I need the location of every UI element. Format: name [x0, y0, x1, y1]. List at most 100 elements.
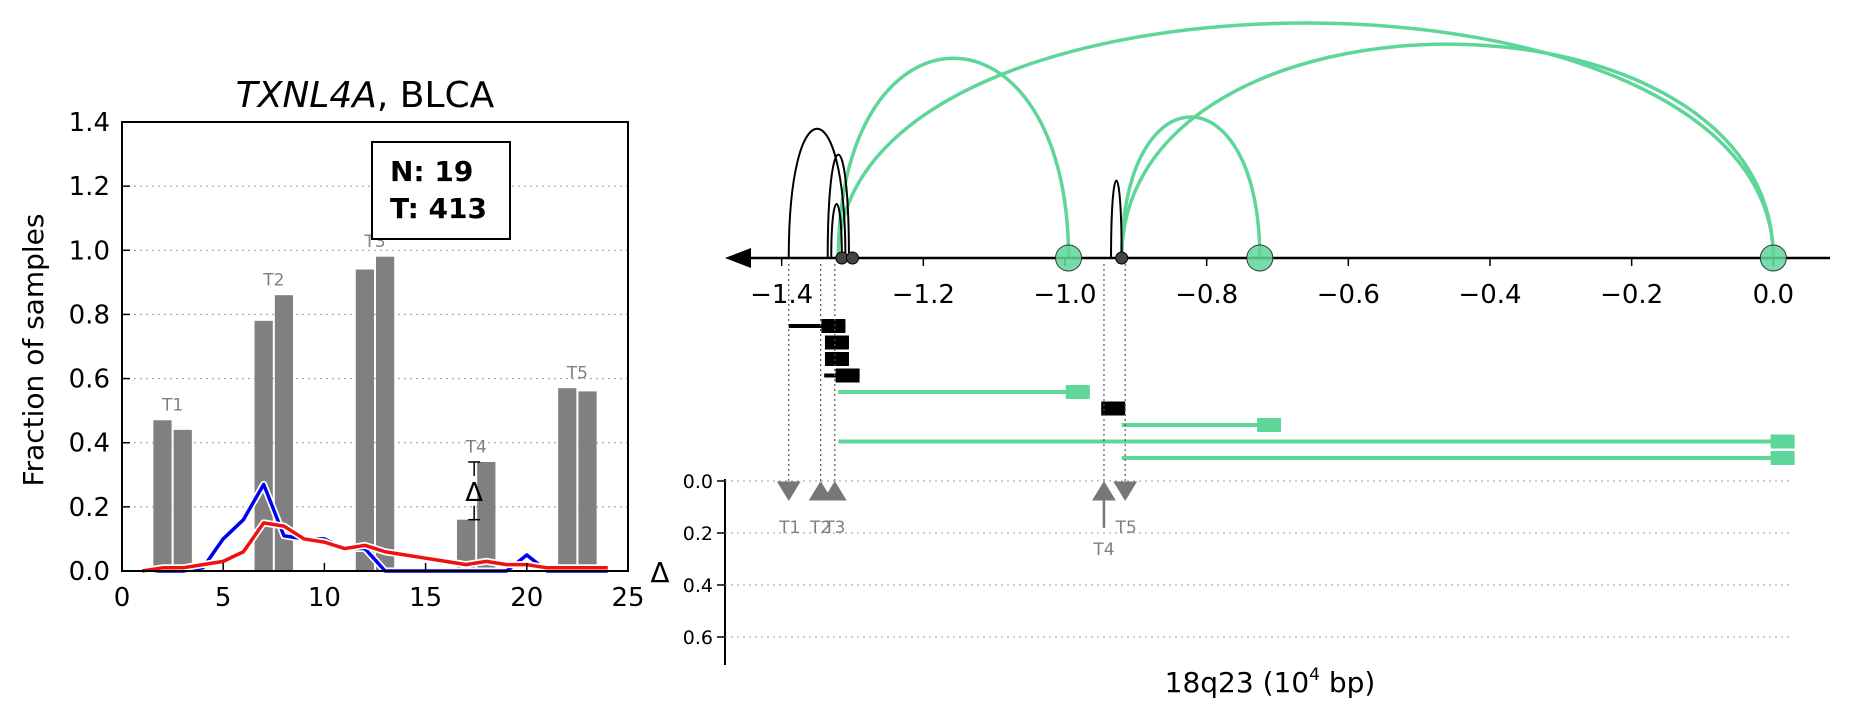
x-tick-label: −0.8 [1175, 280, 1238, 310]
bar-label: T1 [161, 396, 183, 416]
delta-marker-label: T1 [778, 518, 800, 538]
counts-box: N: 19 T: 413 [371, 141, 511, 240]
bar [254, 320, 273, 571]
bar [153, 420, 172, 571]
y-tick-label: 0.6 [69, 365, 110, 395]
x-tick-label: 5 [215, 583, 232, 613]
loop-arcs [787, 21, 1776, 259]
loop-anchor-small [846, 251, 859, 265]
bar-label: T5 [566, 364, 588, 384]
delta-marker-label: T3 [823, 518, 845, 538]
loop-arc [836, 21, 1776, 259]
x-tick-label: 0.0 [1753, 280, 1794, 310]
x-tick-label: −1.0 [1033, 280, 1096, 310]
segment-end-box [1065, 385, 1090, 399]
delta-marker-label: T4 [1092, 540, 1114, 560]
normal-count: N: 19 [390, 155, 473, 188]
segment-end-box [824, 335, 849, 350]
loop-anchor-small [1115, 251, 1129, 265]
x-axis-label-main: 18q23 (10 [1165, 666, 1309, 699]
segment-end-box [1770, 451, 1795, 465]
loop-arc [787, 128, 847, 259]
series-lines [141, 480, 608, 575]
x-tick-label: 0 [114, 583, 131, 613]
delta-marker-label: T2 [809, 518, 831, 538]
delta-annotation: Δ [465, 461, 483, 521]
segment-end-box [824, 352, 849, 366]
segment-end-box [835, 368, 860, 383]
loop-anchor [1759, 244, 1787, 272]
loop-anchor [1246, 244, 1274, 272]
segments [788, 319, 1795, 465]
loop-anchor [1055, 244, 1083, 272]
series-line-blue [142, 482, 608, 573]
loop-arc [1110, 179, 1123, 259]
delta-symbol: Δ [465, 478, 483, 508]
delta-axis-label: Δ [650, 556, 669, 589]
bar [456, 519, 476, 571]
tumor-count: T: 413 [390, 192, 487, 225]
bar [355, 269, 374, 571]
delta-marker-down [1113, 481, 1138, 501]
bars [153, 256, 597, 571]
x-tick-label: −0.4 [1458, 280, 1521, 310]
x-tick-label: 15 [409, 583, 442, 613]
series-line-red [141, 521, 608, 573]
y-ticks: 0.0 0.2 0.4 0.6 0.8 1.0 1.2 1.4 [69, 108, 130, 587]
y-tick-label: 0.0 [69, 557, 110, 587]
delta-tick-label: 0.0 [683, 471, 713, 493]
delta-marker-down [776, 481, 801, 501]
delta-marker-up [822, 481, 847, 501]
loop-arc [826, 153, 850, 259]
chart-title: TXNL4A, BLCA [236, 75, 495, 116]
bar [558, 388, 577, 571]
y-tick-label: 1.0 [69, 236, 110, 266]
x-tick-label: −1.2 [892, 280, 955, 310]
chart-title-cancer: , BLCA [377, 75, 495, 116]
x-axis-label-tail: bp) [1320, 666, 1375, 699]
bar [173, 429, 192, 571]
segment-end-box [1770, 434, 1795, 449]
x-axis-label-sup: 4 [1309, 665, 1320, 685]
x-tick-label: 10 [308, 583, 341, 613]
x-tick-label: 20 [510, 583, 543, 613]
loop-arc [1119, 42, 1776, 259]
y-tick-label: 0.4 [69, 429, 110, 459]
segment-end-box [1101, 401, 1126, 416]
loop-arc [1119, 115, 1262, 259]
loop-anchors [835, 244, 1787, 272]
plot-frame [121, 121, 629, 572]
bar-label: T4 [465, 437, 487, 457]
x-axis-label: 18q23 (104 bp) [1165, 665, 1376, 699]
delta-tick-label: 0.2 [683, 523, 713, 545]
loop-chart: −1.4 −1.2 −1.0 −0.8 −0.6 −0.4 −0.2 0.0 0.0 0.2 0.… [650, 21, 1830, 699]
delta-tick-label: 0.4 [683, 575, 713, 597]
genomic-axis: −1.4 −1.2 −1.0 −0.8 −0.6 −0.4 −0.2 0.0 [725, 248, 1830, 310]
segment-end-box [1257, 418, 1282, 432]
bar [274, 295, 294, 571]
bar [578, 391, 597, 571]
x-tick-label: −1.4 [750, 280, 813, 310]
y-axis-label: Fraction of samples [17, 214, 50, 487]
x-ticks: 0 5 10 15 20 25 [114, 563, 645, 613]
delta-marker-up [1092, 481, 1116, 501]
x-tick-label: 25 [611, 583, 644, 613]
y-tick-label: 1.4 [69, 108, 110, 138]
bar [477, 461, 496, 571]
x-tick-label: −0.2 [1600, 280, 1663, 310]
x-tick-label: −0.6 [1317, 280, 1380, 310]
bar [376, 256, 395, 571]
counts-box-frame [371, 141, 511, 240]
chart-title-gene: TXNL4A [236, 75, 377, 116]
delta-tick-label: 0.6 [683, 627, 713, 649]
y-tick-label: 1.2 [69, 172, 110, 202]
y-tick-label: 0.8 [69, 300, 110, 330]
y-tick-label: 0.2 [69, 493, 110, 523]
loop-arc [836, 56, 1071, 259]
marker-guides [788, 264, 1126, 481]
loop-arc [830, 203, 843, 259]
